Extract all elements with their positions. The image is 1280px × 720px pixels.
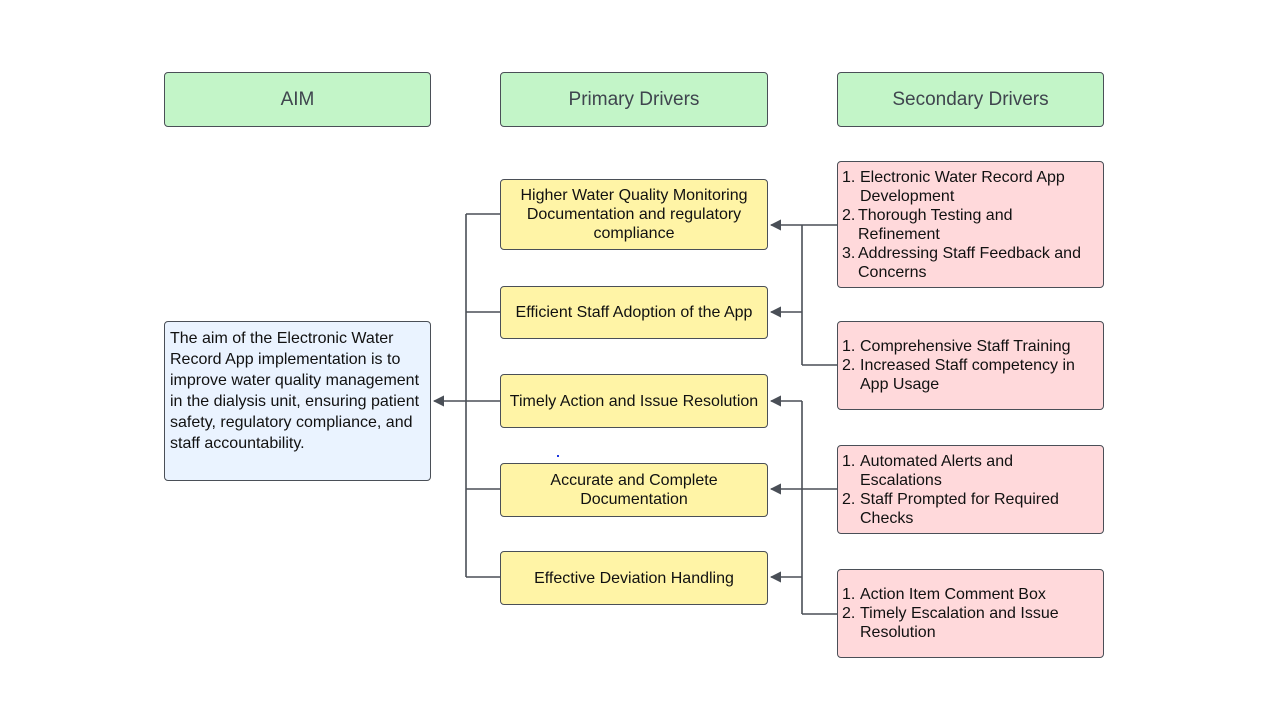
aim-text: The aim of the Electronic Water Record A… — [170, 330, 420, 452]
list-item: 1.Comprehensive Staff Training — [842, 338, 1071, 355]
secondary-driver-group-4: 1.Action Item Comment Box 2.Timely Escal… — [837, 569, 1104, 658]
primary-driver-1: Higher Water Quality Monitoring Document… — [500, 179, 768, 250]
primary-driver-2: Efficient Staff Adoption of the App — [500, 286, 768, 339]
secondary-driver-group-3: 1.Automated Alerts and Escalations 2.Sta… — [837, 445, 1104, 534]
primary-driver-4: Accurate and Complete Documentation — [500, 463, 768, 517]
list-item: 1.Action Item Comment Box — [842, 586, 1046, 603]
primary-drivers-header: Primary Drivers — [500, 72, 768, 127]
list-item: 1.Automated Alerts and Escalations — [842, 453, 1013, 489]
aim-header: AIM — [164, 72, 431, 127]
secondary-drivers-header: Secondary Drivers — [837, 72, 1104, 127]
stray-dot — [557, 455, 559, 457]
list-item: 2.Increased Staff competency in App Usag… — [842, 357, 1075, 393]
aim-box: The aim of the Electronic Water Record A… — [164, 321, 431, 481]
list-item: 1.Electronic Water Record App Developmen… — [842, 169, 1065, 205]
secondary-driver-group-2: 1.Comprehensive Staff Training 2.Increas… — [837, 321, 1104, 410]
primary-driver-5: Effective Deviation Handling — [500, 551, 768, 605]
primary-driver-3: Timely Action and Issue Resolution — [500, 374, 768, 428]
list-item: 2.Timely Escalation and Issue Resolution — [842, 605, 1059, 641]
list-item: 2.Staff Prompted for Required Checks — [842, 491, 1059, 527]
secondary-driver-group-1: 1.Electronic Water Record App Developmen… — [837, 161, 1104, 288]
list-item: 3.Addressing Staff Feedback and Concerns — [842, 245, 1081, 281]
list-item: 2.Thorough Testing and Refinement — [842, 207, 1013, 243]
